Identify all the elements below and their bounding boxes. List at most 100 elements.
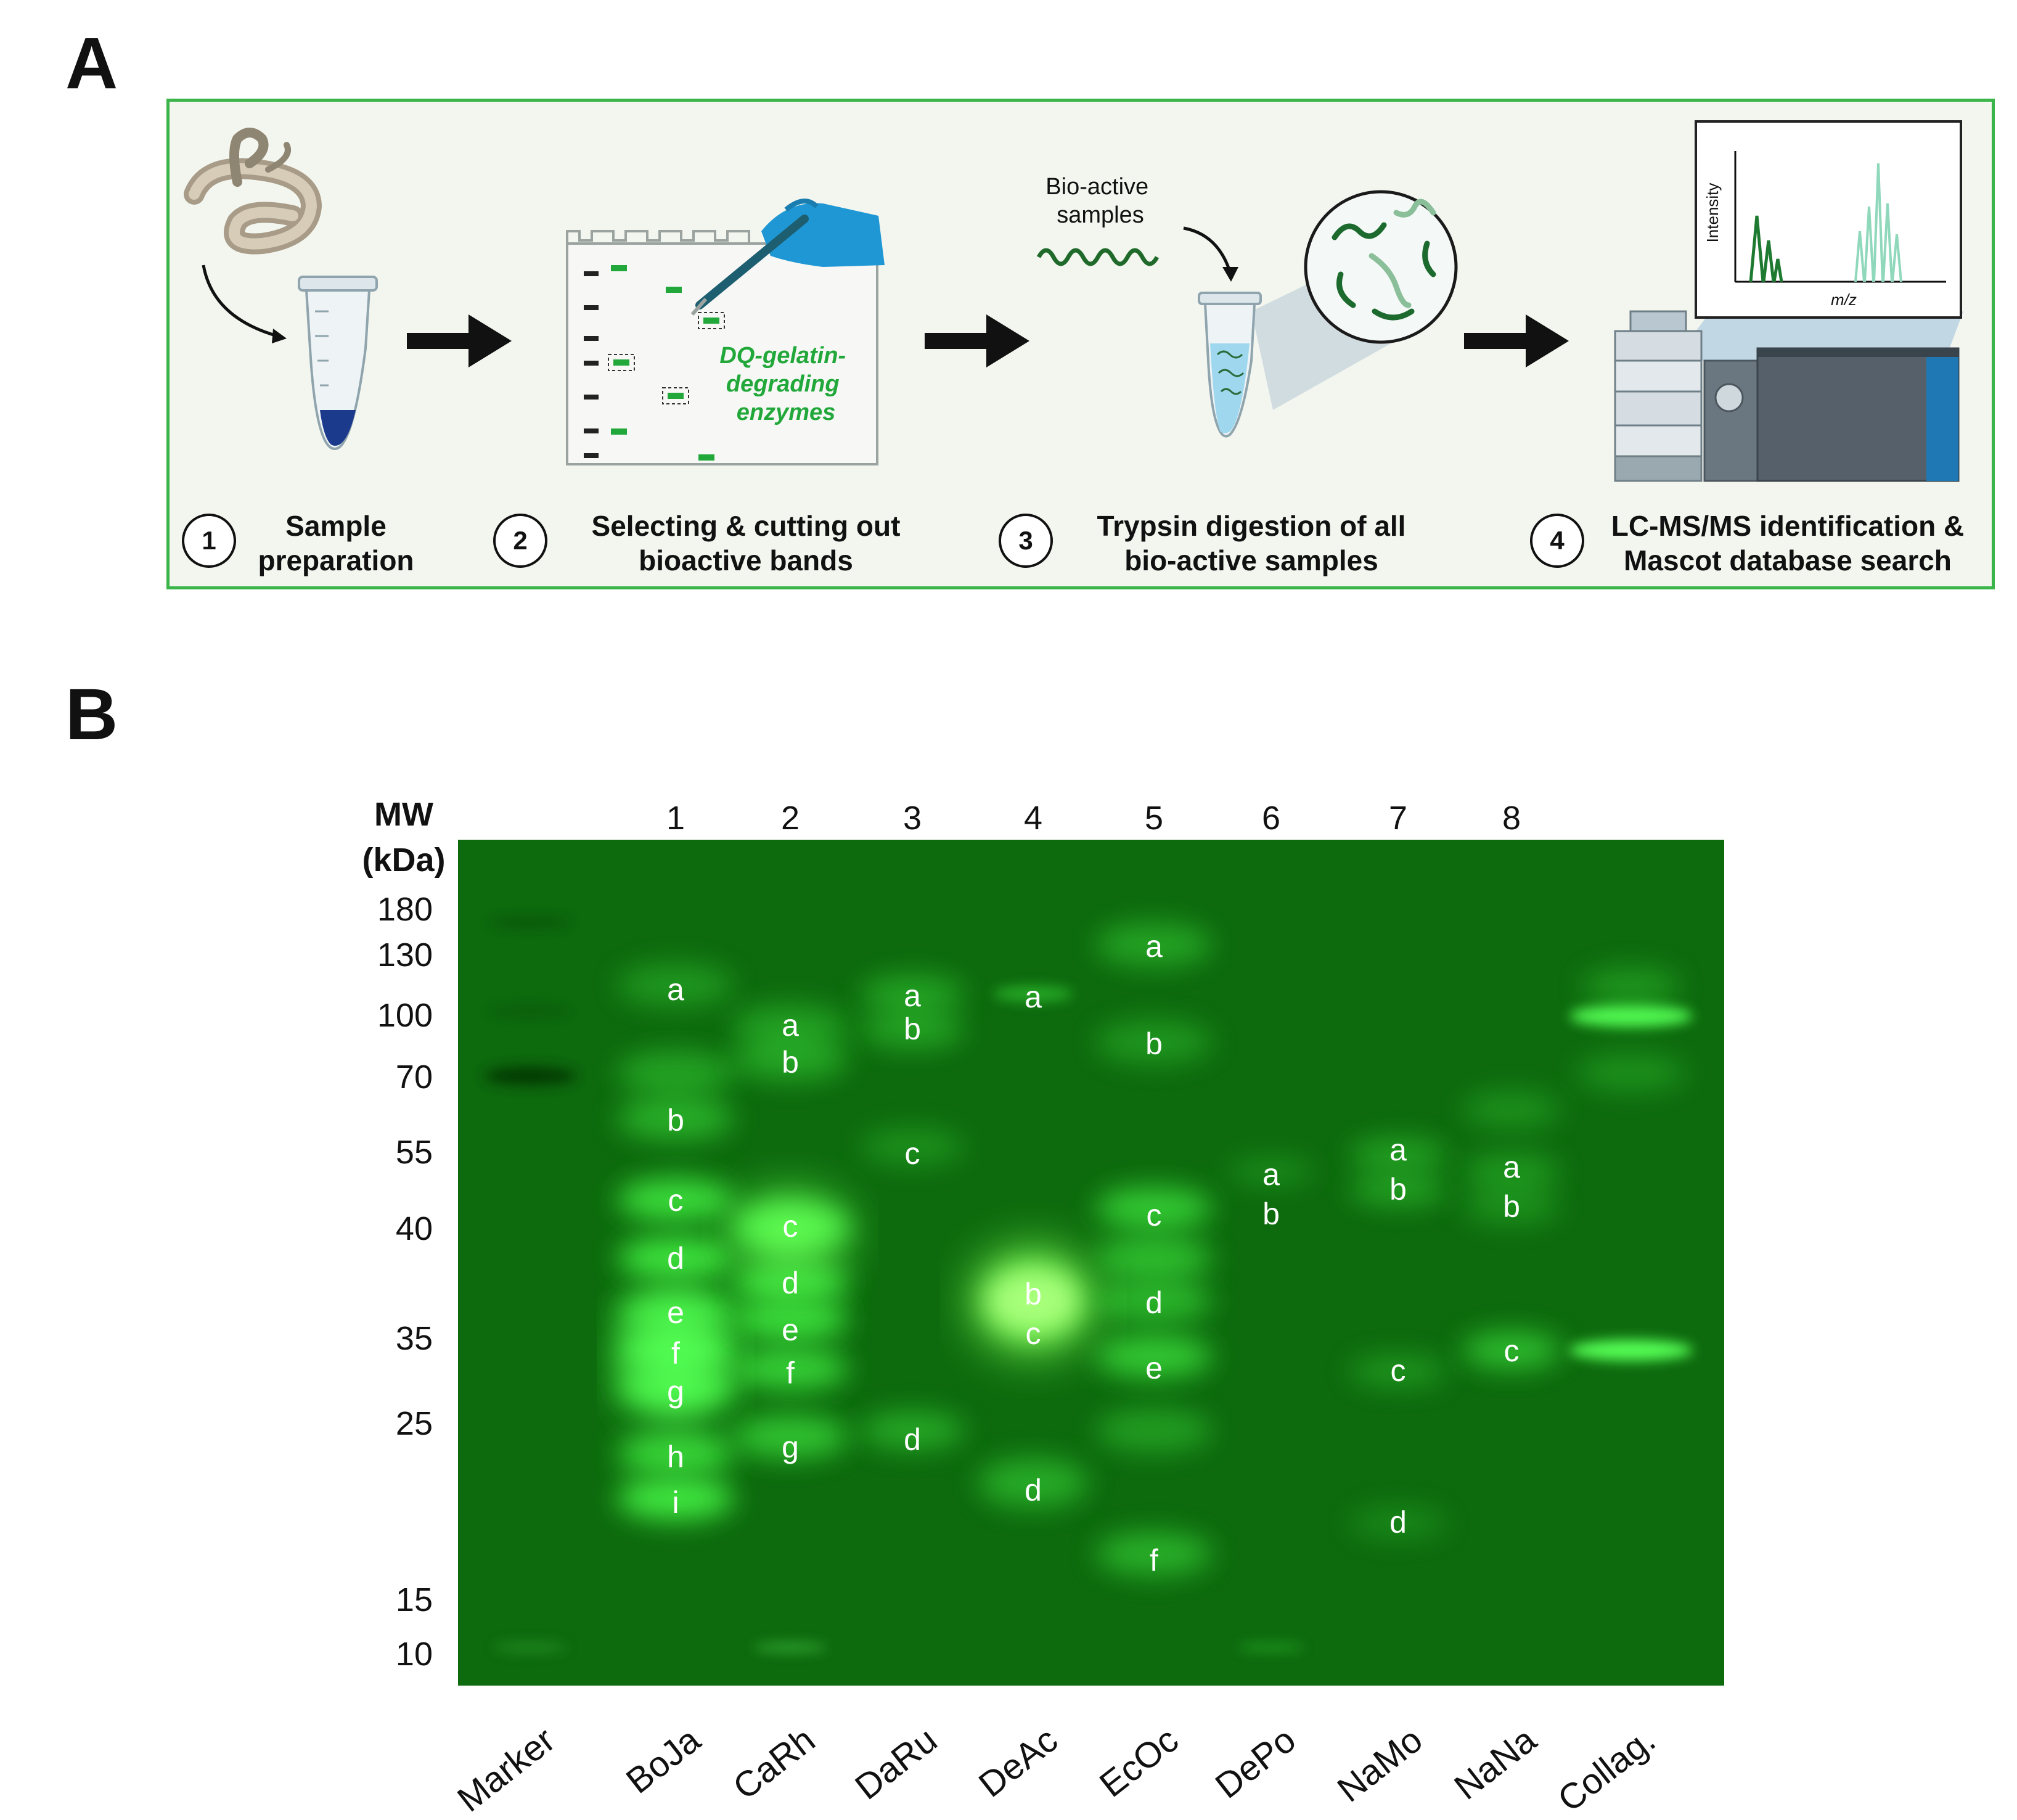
band-letter: c (668, 1183, 684, 1218)
gel-band (735, 1196, 846, 1270)
workflow-illustrations: DQ-gelatin- degrading enzymes Bio-active… (184, 120, 1963, 482)
band-letter: d (904, 1422, 921, 1457)
band-letter: b (782, 1045, 799, 1080)
gloved-hand-scalpel-icon (690, 199, 885, 316)
gel-band (1095, 1020, 1213, 1064)
gel-band (978, 1458, 1089, 1507)
gel-bands (484, 918, 1693, 1653)
digestion-tube-icon (1198, 292, 1262, 438)
gel-band (1095, 1236, 1213, 1279)
band-letter: b (1145, 1027, 1163, 1061)
sample-name-label: Collag. (1550, 1720, 1663, 1820)
band-letter: a (1025, 980, 1042, 1014)
band-letter: h (667, 1440, 684, 1474)
mw-marker-label: 35 (395, 1320, 433, 1357)
lane-number: 2 (780, 800, 800, 837)
gel-band (732, 1038, 849, 1081)
band-letter: a (1389, 1133, 1407, 1167)
gel-band (1576, 1054, 1687, 1091)
gel-band (732, 1261, 849, 1304)
mw-marker-label: 55 (395, 1134, 433, 1171)
band-letter: a (782, 1008, 799, 1043)
gel-band (493, 1642, 567, 1653)
mw-marker-label: 10 (395, 1636, 433, 1673)
sample-name-label: DePo (1208, 1720, 1303, 1806)
band-letter: g (782, 1430, 799, 1464)
gel-band (1228, 1159, 1314, 1184)
band-letter: i (672, 1485, 679, 1520)
gel-band (617, 1178, 734, 1221)
step-4-label: LC-MS/MS identification &Mascot database… (1611, 510, 1965, 576)
band-letter: b (1025, 1277, 1042, 1311)
gel-band (860, 1412, 965, 1449)
gel-band (1462, 1091, 1561, 1128)
sample-name-label: EcOc (1092, 1720, 1186, 1805)
sample-tube-icon (298, 276, 378, 450)
mw-marker-label: 100 (377, 997, 433, 1034)
band-letter: b (1262, 1197, 1280, 1231)
gel-band (1349, 1507, 1447, 1538)
lane-number: 4 (1023, 800, 1043, 837)
svg-text:m/z: m/z (1831, 290, 1857, 309)
gel-band (617, 1097, 734, 1140)
band-letter: b (1389, 1172, 1407, 1207)
mw-marker-label: 15 (395, 1581, 433, 1618)
gel-band (490, 1007, 570, 1015)
band-letter: e (782, 1313, 799, 1347)
lane-number: 8 (1502, 800, 1521, 837)
band-letter: b (1503, 1189, 1520, 1224)
sample-name-label: DeAc (972, 1720, 1065, 1805)
band-letter: f (786, 1356, 795, 1390)
lane-number: 5 (1144, 800, 1164, 837)
mw-axis-title: MW(kDa) (362, 796, 446, 879)
gel-band (1095, 1187, 1213, 1230)
gel-band (1569, 1005, 1693, 1027)
mass-spectrum-chart-icon: Intensity m/z (1695, 120, 1962, 319)
gel-band (1462, 1153, 1561, 1190)
band-letter: c (1025, 1316, 1041, 1351)
gel-band (987, 1270, 1079, 1332)
band-letter: f (1150, 1543, 1158, 1578)
step-4-number: 4 (1530, 514, 1584, 568)
band-letter: e (1145, 1351, 1163, 1385)
gel-band (1349, 1356, 1447, 1387)
band-letter: g (667, 1374, 684, 1409)
band-letter: a (1503, 1150, 1520, 1184)
sample-name-label: NaNa (1446, 1720, 1544, 1808)
gel-band (484, 1067, 576, 1085)
lane-number: 3 (902, 800, 922, 837)
arrow-right-icon (407, 314, 512, 367)
lane-number: 7 (1388, 800, 1408, 837)
gel-band (1462, 1332, 1561, 1369)
band-letter: c (1146, 1198, 1162, 1232)
sample-name-label: Marker (449, 1720, 562, 1820)
gel-band (1582, 968, 1680, 1005)
gel-band (732, 1415, 849, 1458)
bioactive-samples-text: Bio-active samples (1045, 174, 1155, 228)
sample-name-label: CaRh (725, 1720, 822, 1808)
arrow-right-icon (1464, 314, 1569, 367)
sample-name-label: NaMo (1330, 1720, 1430, 1810)
sample-name-label: DaRu (847, 1720, 944, 1808)
band-letter: d (1389, 1505, 1407, 1539)
gel-band (617, 1051, 734, 1094)
gel-band (617, 1477, 734, 1520)
mw-marker-label: 130 (377, 937, 433, 974)
lc-ms-instrument-icon (1614, 310, 1960, 482)
gel-band (1569, 1340, 1693, 1361)
gel-band (1462, 1187, 1561, 1224)
magnified-peptides-icon (1304, 190, 1458, 344)
band-letter: c (1390, 1353, 1406, 1388)
gel-band (617, 1432, 734, 1475)
gel-band (860, 1011, 965, 1048)
gel-band (1095, 1335, 1213, 1378)
workflow-box: DQ-gelatin- degrading enzymes Bio-active… (166, 99, 1995, 589)
gel-band (1349, 1139, 1447, 1170)
gel-band (993, 986, 1073, 1002)
gel-sketch-icon (566, 230, 878, 465)
gel-band (1095, 1279, 1213, 1322)
gel-band (732, 1298, 849, 1341)
lane-number: 6 (1261, 800, 1281, 837)
gel-band (753, 1642, 827, 1652)
